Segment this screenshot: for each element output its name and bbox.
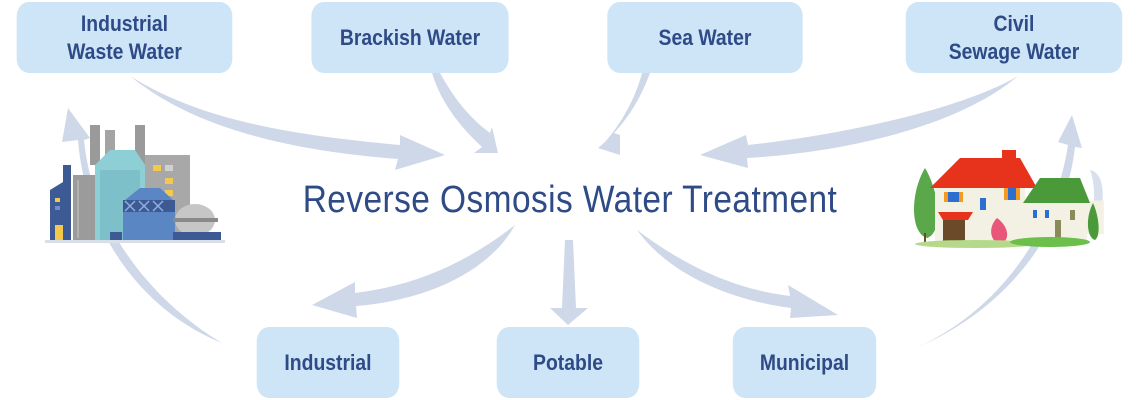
arrow-civil-to-center xyxy=(700,76,1018,168)
arrow-center-to-municipal xyxy=(637,230,838,318)
output-label: Potable xyxy=(533,349,603,375)
source-civil-sewage-water: Civil Sewage Water xyxy=(905,2,1123,73)
source-label-line: Waste Water xyxy=(67,38,182,64)
arrow-center-to-industrial xyxy=(312,225,515,318)
output-municipal: Municipal xyxy=(732,327,877,398)
output-potable: Potable xyxy=(496,327,640,398)
output-label: Municipal xyxy=(759,349,850,375)
factory-icon xyxy=(45,125,225,243)
arrow-brackish-to-center xyxy=(432,73,498,153)
source-brackish-water: Brackish Water xyxy=(311,2,509,73)
output-industrial: Industrial xyxy=(256,327,400,398)
arrow-loop-municipal xyxy=(916,115,1082,348)
arrow-loop-industrial xyxy=(62,108,222,343)
source-industrial-waste-water: Industrial Waste Water xyxy=(16,2,233,73)
source-sea-water: Sea Water xyxy=(607,2,803,73)
source-label: Sea Water xyxy=(658,24,752,50)
source-label-line: Industrial xyxy=(80,10,169,36)
output-label: Industrial xyxy=(284,349,372,375)
arrow-center-to-potable xyxy=(550,240,588,325)
source-label-line: Sewage Water xyxy=(948,38,1080,64)
diagram-title: Reverse Osmosis Water Treatment xyxy=(302,178,838,221)
houses-icon xyxy=(913,150,1104,248)
arrow-industrial-waste-to-center xyxy=(130,76,445,170)
arrow-sea-to-center xyxy=(598,73,650,155)
source-label-line: Civil xyxy=(993,10,1035,36)
source-label: Brackish Water xyxy=(339,24,481,50)
